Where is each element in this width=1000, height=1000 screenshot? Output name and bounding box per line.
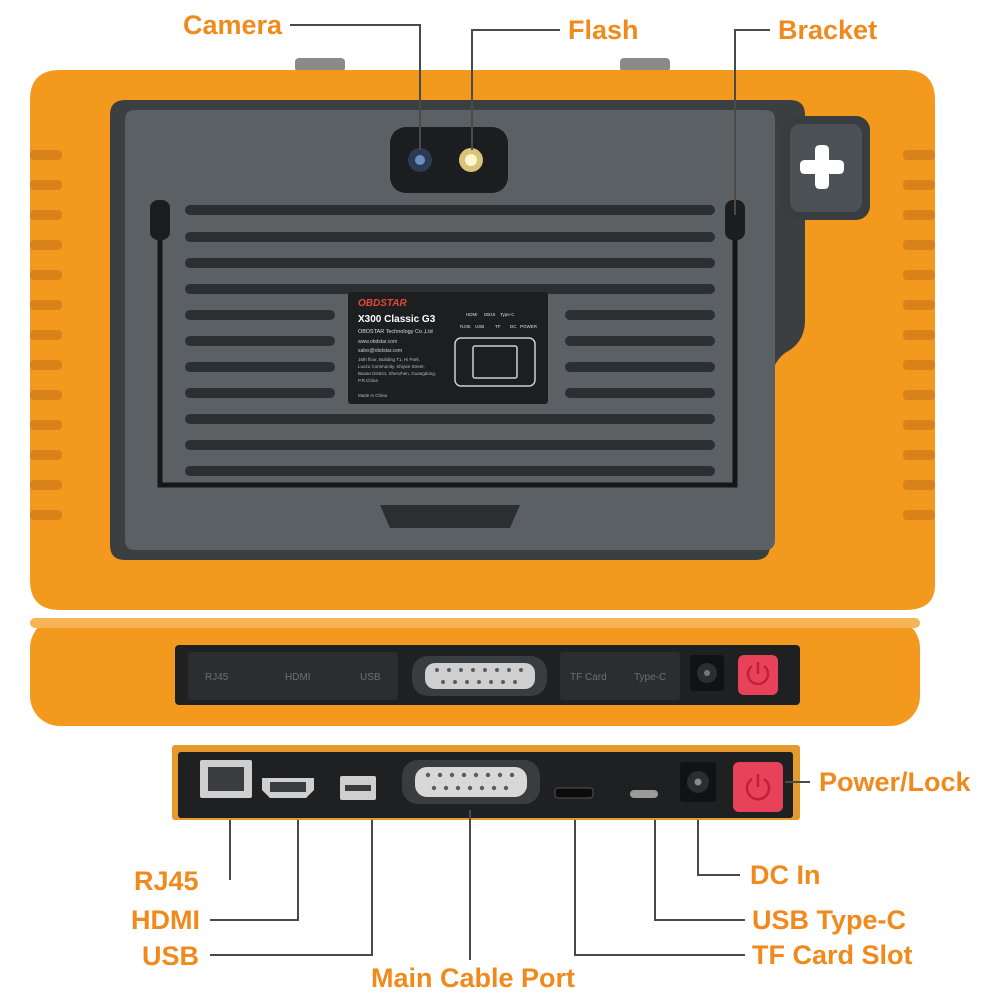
diagram-label: DB15	[484, 312, 496, 317]
diagram-label: TF	[495, 324, 501, 329]
callout-camera: Camera	[183, 10, 283, 40]
power-button-top[interactable]	[738, 655, 778, 695]
diagram-label: DC	[510, 324, 517, 329]
label-plate: OBDSTAR X300 Classic G3 OBDSTAR Technolo…	[348, 292, 548, 404]
label-address-line: P.R.China	[358, 378, 378, 383]
top-volume-button	[295, 58, 345, 72]
dpad-icon[interactable]	[800, 145, 844, 189]
camera-lens-highlight	[415, 155, 425, 165]
left-grip-ribs	[30, 150, 62, 520]
leader-usb-type-c	[654, 820, 745, 921]
leader-usb	[210, 820, 373, 956]
leader-camera	[290, 24, 421, 150]
device-diagram-screen-icon	[472, 345, 518, 379]
leader-flash	[471, 29, 560, 150]
callout-usb-type-c: USB Type-C	[752, 905, 907, 935]
leader-lines	[210, 24, 810, 960]
callout-main-cable-port: Main Cable Port	[371, 963, 576, 993]
callout-usb: USB	[142, 941, 200, 971]
label-company: OBDSTAR Technology Co.,Ltd	[358, 329, 433, 335]
bracket-notch	[380, 505, 520, 528]
diagram-label: USB	[475, 324, 484, 329]
leader-hdmi	[210, 820, 299, 921]
power-icon	[746, 665, 770, 686]
cover-label-rj45: RJ45	[205, 672, 229, 683]
callout-bracket: Bracket	[778, 15, 878, 45]
diagram-label: POWER	[520, 324, 538, 329]
right-grip-ribs	[903, 150, 935, 520]
label-made-in: Made in China	[358, 393, 388, 398]
diagram-label: RJ45	[460, 324, 471, 329]
label-brand: OBDSTAR	[358, 298, 407, 309]
usb-type-c-port[interactable]	[630, 790, 658, 798]
callout-hdmi: HDMI	[131, 905, 200, 935]
bracket-hinge-right	[725, 200, 745, 240]
cover-label-hdmi: HDMI	[285, 672, 311, 683]
ports-closeup-view	[172, 745, 800, 820]
tf-card-slot[interactable]	[554, 787, 594, 799]
port-cover-right[interactable]	[560, 652, 680, 700]
camera-module	[390, 127, 508, 193]
device-diagram-icon	[454, 337, 536, 387]
cover-label-type-c: Type-C	[634, 672, 666, 683]
diagram-label: HDMI	[466, 312, 478, 317]
cover-label-usb: USB	[360, 672, 381, 683]
callout-rj45: RJ45	[134, 866, 199, 896]
label-address-line: 15th floor, Building T1, Hi Park,	[358, 357, 420, 362]
db15-pins	[425, 772, 515, 791]
diagram-label: Type-C	[500, 312, 515, 317]
label-email: sales@obdstar.com	[358, 348, 402, 354]
port-cover-left[interactable]	[188, 652, 398, 700]
bracket-wire[interactable]	[157, 210, 738, 488]
label-website: www.obdstar.com	[358, 339, 397, 345]
back-slots	[185, 205, 715, 476]
leader-tf-card-slot	[574, 820, 745, 956]
bracket-hinge-left	[150, 200, 170, 240]
top-side-button	[620, 58, 670, 72]
cover-label-tf-card: TF Card	[570, 672, 607, 683]
top-edge-highlight	[30, 618, 920, 628]
label-address-line: Baoan District, Shenzhen, Guangdong,	[358, 371, 436, 376]
power-icon	[745, 777, 771, 801]
callout-dc-in: DC In	[750, 860, 821, 890]
callout-power-lock: Power/Lock	[819, 767, 971, 797]
db15-pins-top	[435, 668, 523, 684]
label-model: X300 Classic G3	[358, 314, 436, 325]
callout-flash: Flash	[568, 15, 639, 45]
flash-highlight	[465, 154, 477, 166]
leader-bracket	[734, 29, 770, 215]
label-address-line: Luozu Community, Shiyan Street,	[358, 364, 425, 369]
callout-tf-card-slot: TF Card Slot	[752, 940, 913, 970]
device-top-edge-view: RJ45 HDMI USB TF Card Type-C	[30, 618, 920, 726]
leader-dc-in	[697, 820, 740, 876]
